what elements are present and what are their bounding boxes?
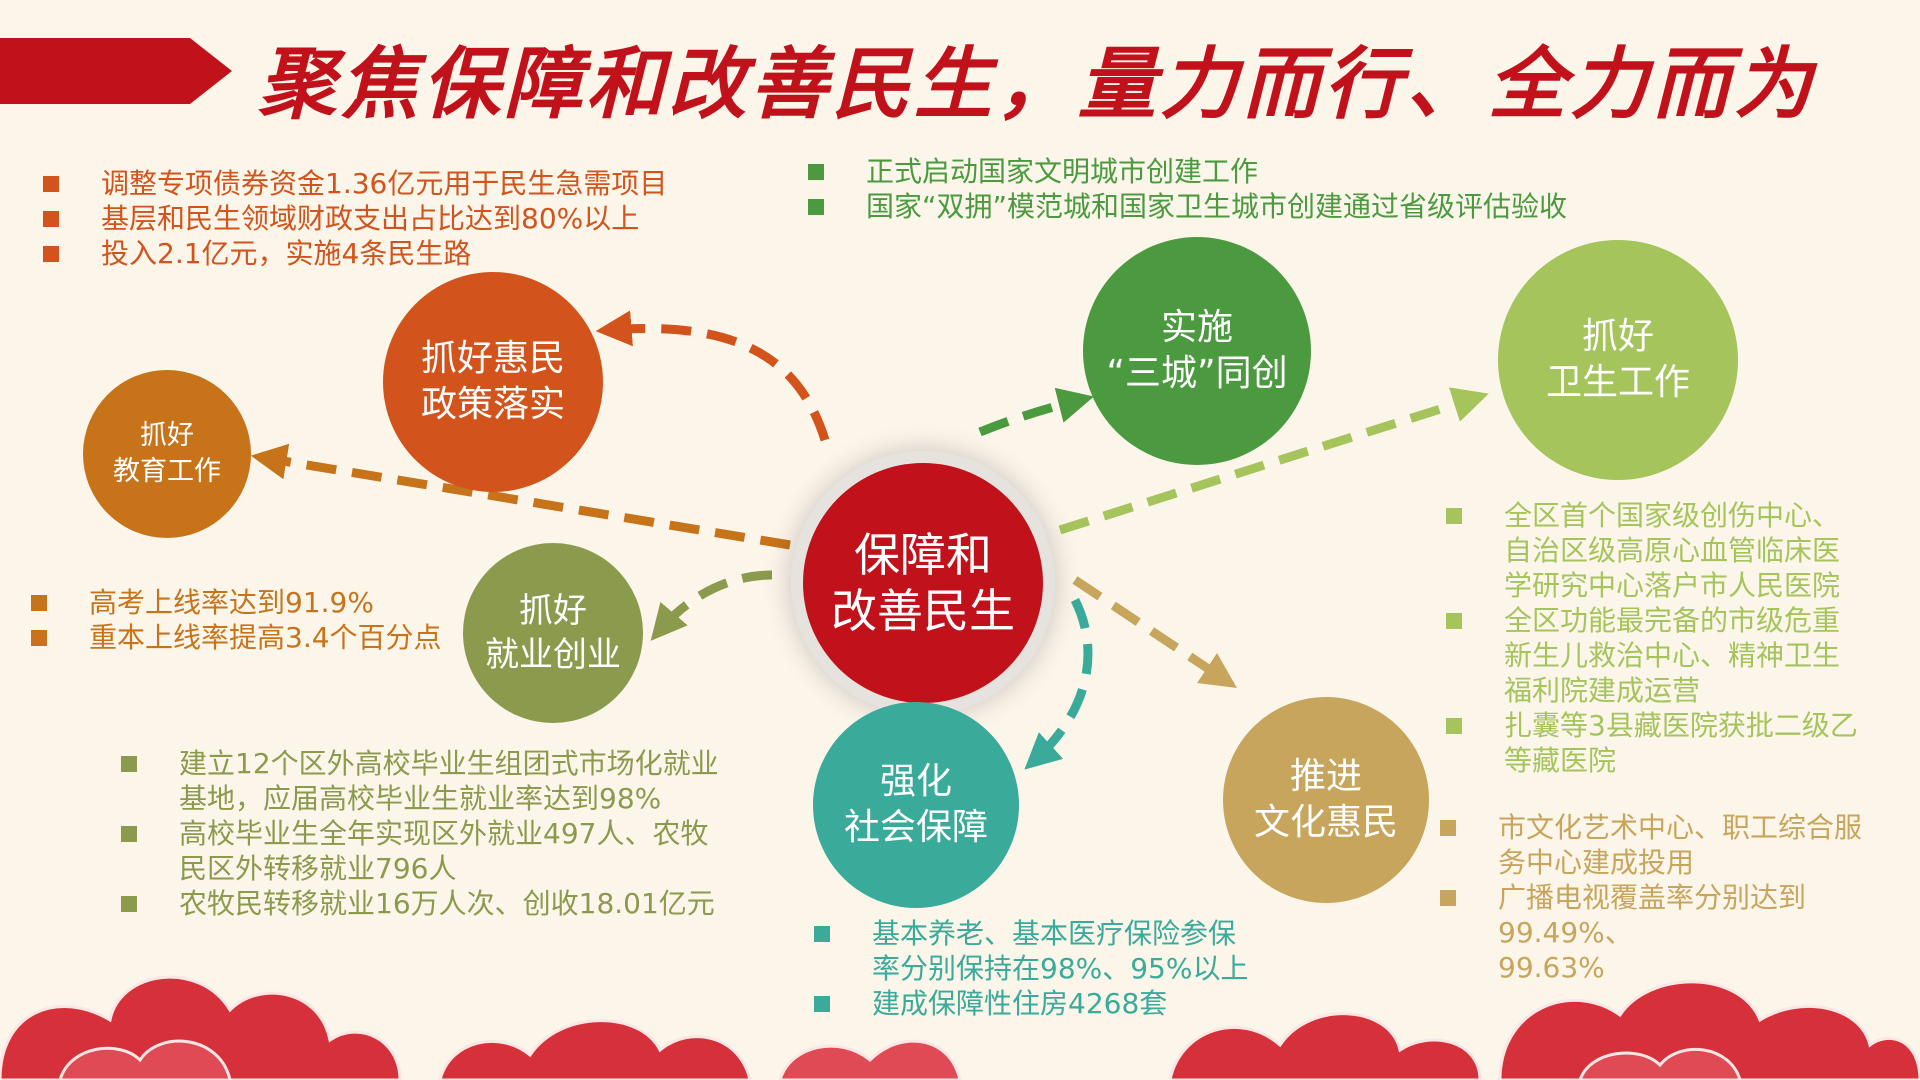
- node-education-label: 抓好 教育工作: [113, 420, 221, 487]
- list-item: 基层和民生领域财政支出占比达到80%以上: [43, 201, 667, 236]
- bullet-square-icon: [43, 176, 59, 192]
- node-three-cities: 实施 “三城”同创: [1083, 237, 1311, 465]
- node-health-label: 抓好 卫生工作: [1545, 316, 1690, 403]
- title-arrow-bar: [0, 38, 232, 104]
- bullet-square-icon: [31, 595, 47, 611]
- node-social-security-label: 强化 社会保障: [843, 761, 988, 848]
- node-employment: 抓好 就业创业: [463, 543, 643, 723]
- bullet-square-icon: [814, 926, 830, 942]
- node-policy-label: 抓好惠民 政策落实: [420, 338, 565, 425]
- arrow-to-social-security: [1024, 597, 1093, 770]
- list-item: 建立12个区外高校毕业生组团式市场化就业 基地，应届高校毕业生就业率达到98%: [121, 746, 719, 816]
- list-item: 国家“双拥”模范城和国家卫生城市创建通过省级评估验收: [808, 189, 1567, 224]
- node-health: 抓好 卫生工作: [1498, 240, 1738, 480]
- center-circle: 保障和 改善民生: [803, 463, 1043, 703]
- bullet-square-icon: [43, 211, 59, 227]
- bullet-square-icon: [814, 996, 830, 1012]
- bullet-square-icon: [808, 199, 824, 215]
- node-policy: 抓好惠民 政策落实: [383, 272, 603, 492]
- bullet-square-icon: [43, 246, 59, 262]
- arrow-to-culture: [1072, 576, 1237, 688]
- bullet-square-icon: [121, 826, 137, 842]
- list-item: 投入2.1亿元，实施4条民生路: [43, 236, 667, 271]
- bullet-square-icon: [1446, 718, 1462, 734]
- center-label: 保障和 改善民生: [831, 528, 1015, 638]
- list-item: 高校毕业生全年实现区外就业497人、农牧 民区外转移就业796人: [121, 816, 719, 886]
- bullet-square-icon: [808, 164, 824, 180]
- list-item: 全区功能最完备的市级危重 新生儿救治中心、精神卫生 福利院建成运营: [1446, 603, 1858, 708]
- arrow-to-policy: [595, 310, 830, 442]
- list-education: 高考上线率达到91.9% 重本上线率提高3.4个百分点: [31, 585, 442, 655]
- list-social-security: 基本养老、基本医疗保险参保 率分别保持在98%、95%以上 建成保障性住房426…: [814, 916, 1248, 1021]
- node-social-security: 强化 社会保障: [813, 702, 1019, 908]
- bullet-square-icon: [1440, 820, 1456, 836]
- node-employment-label: 抓好 就业创业: [485, 591, 621, 675]
- bullet-square-icon: [1440, 890, 1456, 906]
- auspicious-clouds-decoration: [0, 975, 1920, 1080]
- node-education: 抓好 教育工作: [83, 370, 251, 538]
- node-culture: 推进 文化惠民: [1223, 697, 1429, 903]
- arrow-to-health: [1058, 387, 1489, 535]
- list-item: 建成保障性住房4268套: [814, 986, 1248, 1021]
- list-item: 全区首个国家级创伤中心、 自治区级高原心血管临床医 学研究中心落户市人民医院: [1446, 498, 1858, 603]
- list-item: 基本养老、基本医疗保险参保 率分别保持在98%、95%以上: [814, 916, 1248, 986]
- list-item: 调整专项债券资金1.36亿元用于民生急需项目: [43, 166, 667, 201]
- arrow-to-employment: [650, 570, 773, 641]
- bullet-square-icon: [1446, 508, 1462, 524]
- bullet-square-icon: [1446, 613, 1462, 629]
- list-three-cities: 正式启动国家文明城市创建工作 国家“双拥”模范城和国家卫生城市创建通过省级评估验…: [808, 154, 1567, 224]
- list-item: 扎囊等3县藏医院获批二级乙 等藏医院: [1446, 708, 1858, 778]
- arrow-to-education: [250, 443, 791, 550]
- list-culture: 市文化艺术中心、职工综合服 务中心建成投用 广播电视覆盖率分别达到99.49%、…: [1440, 810, 1920, 985]
- list-health: 全区首个国家级创伤中心、 自治区级高原心血管临床医 学研究中心落户市人民医院 全…: [1446, 498, 1858, 778]
- bullet-square-icon: [31, 630, 47, 646]
- list-item: 农牧民转移就业16万人次、创收18.01亿元: [121, 886, 719, 921]
- arrow-to-three-cities: [978, 387, 1094, 437]
- list-item: 重本上线率提高3.4个百分点: [31, 620, 442, 655]
- list-item: 广播电视覆盖率分别达到99.49%、 99.63%: [1440, 880, 1920, 985]
- list-item: 正式启动国家文明城市创建工作: [808, 154, 1567, 189]
- node-three-cities-label: 实施 “三城”同创: [1106, 307, 1288, 394]
- list-policy: 调整专项债券资金1.36亿元用于民生急需项目 基层和民生领域财政支出占比达到80…: [43, 166, 667, 271]
- list-employment: 建立12个区外高校毕业生组团式市场化就业 基地，应届高校毕业生就业率达到98% …: [121, 746, 719, 921]
- list-item: 高考上线率达到91.9%: [31, 585, 442, 620]
- page-title: 聚焦保障和改善民生，量力而行、全力而为: [258, 39, 1817, 130]
- list-item: 市文化艺术中心、职工综合服 务中心建成投用: [1440, 810, 1920, 880]
- node-culture-label: 推进 文化惠民: [1253, 756, 1398, 843]
- bullet-square-icon: [121, 896, 137, 912]
- bullet-square-icon: [121, 756, 137, 772]
